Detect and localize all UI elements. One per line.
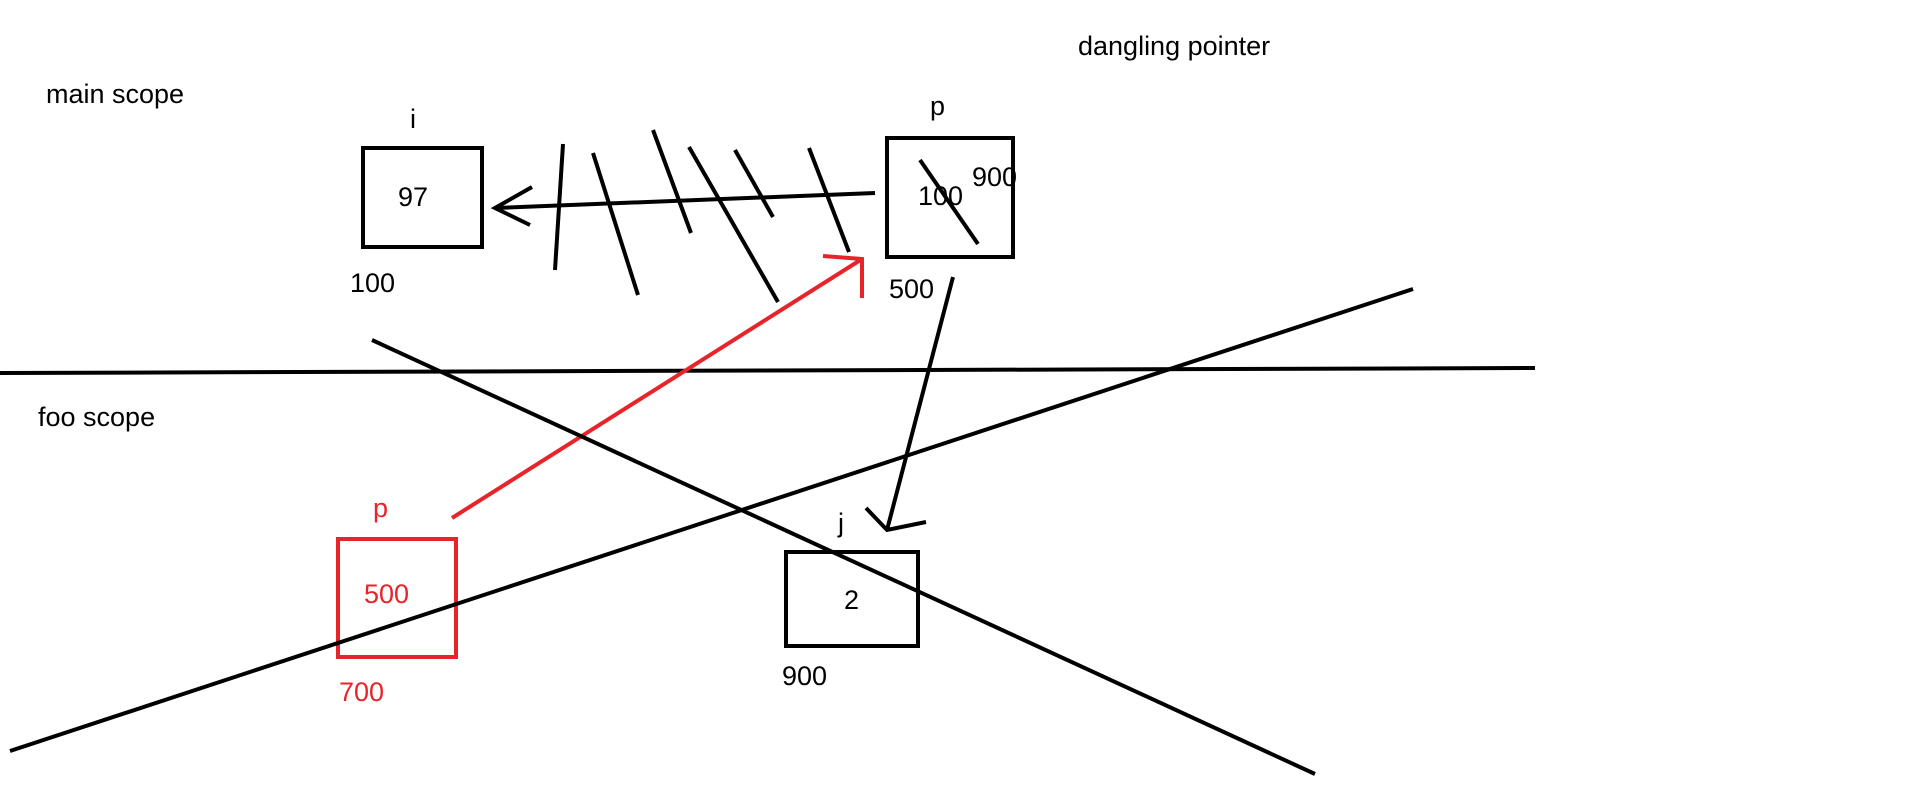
variable-p-foo-box: [336, 537, 458, 659]
variable-p-foo-name: p: [373, 493, 388, 523]
variable-p-main: p 100 900 500: [885, 91, 1017, 304]
variable-p-main-old-value: 100: [918, 181, 963, 211]
variable-p-foo: p 500 700: [336, 493, 458, 707]
pointer-arrow-pfoo-to-pmain: [450, 254, 864, 520]
variable-i-value: 97: [398, 182, 428, 212]
foo-scope-cross-out: [9, 287, 1414, 776]
variable-p-main-new-value: 900: [972, 162, 1017, 192]
variable-j-name: j: [837, 508, 844, 538]
variable-i-box: [361, 146, 484, 249]
variable-p-foo-address: 700: [339, 677, 384, 707]
variable-i-name: i: [410, 104, 416, 134]
foo-scope-label: foo scope: [38, 402, 155, 432]
variable-p-main-address: 500: [889, 274, 934, 304]
scope-divider-line: [0, 366, 1536, 375]
p-main-value-strike: [918, 158, 980, 246]
variable-j: j 2 900: [782, 508, 920, 691]
variable-j-value: 2: [844, 585, 859, 615]
variable-j-box: [784, 550, 920, 648]
pointer-arrow-p-to-j: [864, 276, 955, 533]
variable-i-address: 100: [350, 268, 395, 298]
variable-p-main-box: [885, 136, 1015, 259]
variable-p-main-name: p: [930, 91, 945, 121]
variable-i: i 97 100: [350, 104, 484, 298]
dangling-pointer-label: dangling pointer: [1078, 31, 1270, 61]
main-scope-label: main scope: [46, 79, 184, 109]
arrow-strike-marks: [553, 129, 851, 303]
variable-p-foo-value: 500: [364, 579, 409, 609]
variable-j-address: 900: [782, 661, 827, 691]
